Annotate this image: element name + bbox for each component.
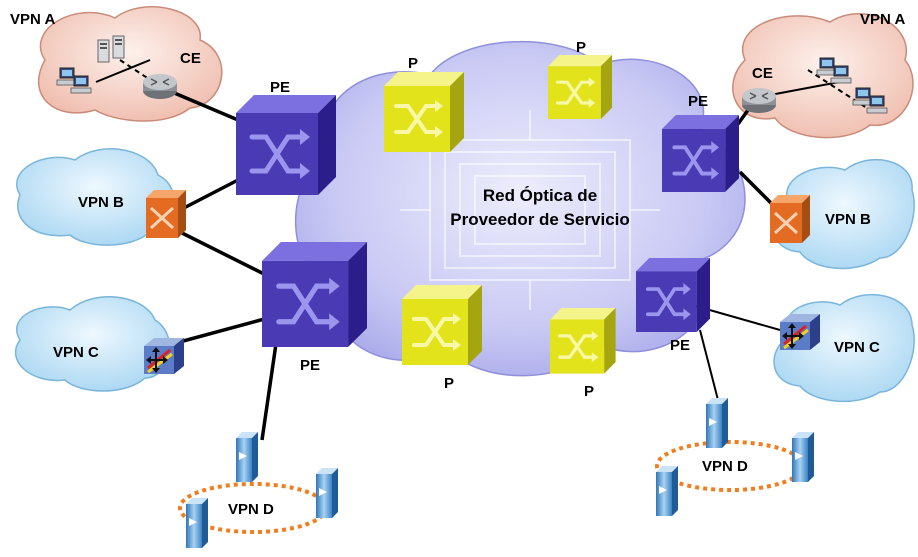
pe-top-right-label: PE [688,93,708,110]
vpn-d-right-server-right [792,432,814,482]
p-top-left-label: P [408,55,418,72]
pe-router-bottom-left [262,242,367,347]
pe-top-left-label: PE [270,79,290,96]
mux-left [142,336,186,376]
vpn-c-right-label: VPN C [834,339,880,356]
vpn-d-right-label: VPN D [702,458,748,475]
vpn-a-right-cloud [732,12,914,139]
pe-router-bottom-right [634,256,712,334]
vpn-d-left-server-right [316,468,338,518]
vpn-a-left-label: VPN A [10,11,55,28]
ce-left-label: CE [180,50,201,67]
ce-router-left [142,73,178,100]
core-network-label-line1: Red Óptica de [483,186,597,205]
mux-right [778,312,822,352]
vpn-d-right-server-bottom [656,466,678,516]
pe-bottom-left-label: PE [300,357,320,374]
vpn-c-left-label: VPN C [53,344,99,361]
pe-router-top-right [660,113,741,194]
p-router-top-left [382,70,466,154]
p-router-top-right [546,53,614,121]
pe-router-top-left [236,95,336,195]
pe-bottom-right-label: PE [670,337,690,354]
vpn-d-left-label: VPN D [228,501,274,518]
ce-router-right [741,87,777,114]
vpn-b-right-cloud [773,158,915,270]
core-network-label-line2: Proveedor de Servicio [450,210,630,229]
vpn-d-right-server-top [706,398,728,448]
orange-switch-right [768,193,812,245]
vpn-d-left-server-bottom [186,498,208,548]
vpn-a-right-label: VPN A [860,11,905,28]
p-router-bottom-right [548,306,618,376]
vpn-b-left-label: VPN B [78,194,124,211]
p-bottom-left-label: P [444,375,454,392]
p-router-bottom-left [400,283,484,367]
p-top-right-label: P [576,39,586,56]
orange-switch-left [144,188,188,240]
ce-right-label: CE [752,65,773,82]
p-bottom-right-label: P [584,383,594,400]
vpn-d-left-server-top [236,432,258,482]
vpn-b-right-label: VPN B [825,211,871,228]
